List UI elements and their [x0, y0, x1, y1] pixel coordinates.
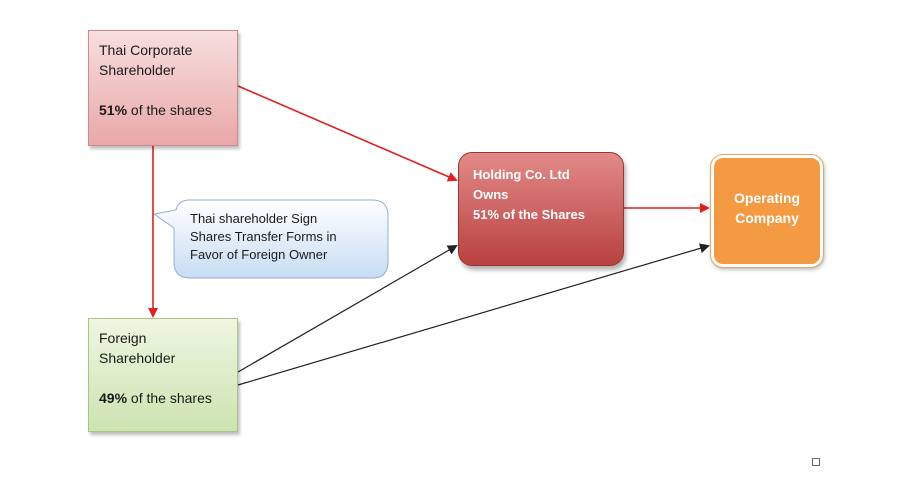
- foreign-box-percent: 49%: [99, 390, 128, 406]
- callout-bubble: [152, 199, 389, 279]
- operating-box-line1: Operating: [733, 190, 801, 206]
- thai-box-suffix: of the shares: [127, 102, 212, 118]
- arrow-foreign-to-operating: [237, 243, 710, 386]
- holding-box-line3: 51% of the Shares: [473, 207, 585, 222]
- callout-line3: Favor of Foreign Owner: [190, 247, 328, 262]
- thai-box-share-line: 51% of the shares: [99, 100, 227, 120]
- arrow-thai-to-holding: [237, 85, 458, 182]
- callout-line1: Thai shareholder Sign: [190, 211, 318, 226]
- foreign-shareholder-box: Foreign Shareholder 49% of the shares: [88, 318, 238, 432]
- thai-box-line2: Shareholder: [99, 62, 176, 78]
- thai-corporate-shareholder-box: Thai Corporate Shareholder 51% of the sh…: [88, 30, 238, 146]
- callout-text: Thai shareholder Sign Shares Transfer Fo…: [190, 210, 390, 264]
- foreign-box-line1: Foreign: [99, 330, 147, 346]
- foreign-box-line2: Shareholder: [99, 350, 176, 366]
- foreign-box-suffix: of the shares: [127, 390, 212, 406]
- holding-box-line2: Owns: [473, 187, 509, 202]
- operating-company-box: Operating Company: [710, 154, 824, 268]
- thai-box-percent: 51%: [99, 102, 128, 118]
- thai-box-line1: Thai Corporate: [99, 42, 193, 58]
- holding-box-line1: Holding Co. Ltd: [473, 167, 570, 182]
- callout-line2: Shares Transfer Forms in: [190, 229, 337, 244]
- small-square-marker: [812, 458, 820, 466]
- operating-box-line2: Company: [735, 210, 799, 226]
- holding-company-box: Holding Co. Ltd Owns 51% of the Shares: [458, 152, 624, 266]
- arrow-foreign-to-holding: [237, 244, 458, 373]
- foreign-box-share-line: 49% of the shares: [99, 388, 227, 408]
